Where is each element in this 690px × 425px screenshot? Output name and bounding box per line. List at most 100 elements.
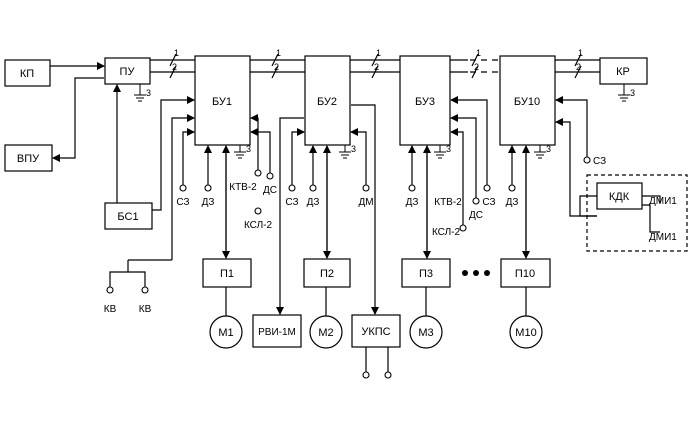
- kdk-label: КДК: [609, 191, 630, 203]
- sz10-terminal: [583, 156, 591, 164]
- dz2-terminal: [309, 184, 317, 192]
- sz1-terminal: [179, 184, 187, 192]
- bu3-right-input-3: [450, 128, 464, 225]
- ukps-terminal-right: [384, 371, 392, 379]
- bus-2-label: 2: [474, 62, 479, 72]
- motor-links: [225, 287, 527, 316]
- bus-1-label: 1: [376, 48, 381, 58]
- pu-block: [104, 57, 151, 85]
- m3-label: М3: [418, 327, 433, 339]
- ground-number: 3: [446, 144, 451, 154]
- ukps-block: [351, 314, 401, 348]
- pu-to-vpu-link: [52, 77, 104, 162]
- bu2-to-rvi-link: [276, 117, 304, 315]
- ksl2-3-terminal: [459, 224, 467, 232]
- ground-number: 3: [146, 88, 151, 98]
- p3-label: П3: [419, 268, 433, 280]
- ground-number: 3: [546, 144, 551, 154]
- rvi-label: РВИ-1М: [258, 327, 296, 338]
- ktv2-terminal: [254, 169, 262, 177]
- bu3-label: БУ3: [415, 96, 435, 108]
- dz3-terminal: [408, 184, 416, 192]
- bus-1-label: 1: [476, 48, 481, 58]
- ukps-label: УКПС: [361, 326, 390, 338]
- kv-terminal-left: [106, 286, 114, 294]
- ktv2-3-label: КТВ-2: [434, 197, 462, 208]
- bu3-right-input-1: [450, 96, 488, 185]
- dm-to-bu2-link: [350, 128, 367, 185]
- bus-2-label: 2: [172, 62, 177, 72]
- bus-1-label: 1: [276, 48, 281, 58]
- dmi1-lower-link: [642, 204, 660, 233]
- sz2-to-bu2-link: [291, 128, 305, 185]
- bu3-right-input-2: [450, 114, 477, 198]
- bus-2-label: 2: [576, 62, 581, 72]
- bs1-block: [104, 202, 153, 230]
- ukps-terminal-left: [362, 371, 370, 379]
- sz1-label: СЗ: [176, 197, 189, 208]
- bus-2-label: 2: [274, 62, 279, 72]
- dz1-label: ДЗ: [202, 197, 215, 208]
- ground-number: 3: [246, 144, 251, 154]
- ds1-label: ДС: [263, 185, 277, 196]
- pu-label: ПУ: [120, 66, 136, 78]
- dm-terminal: [362, 184, 370, 192]
- ksl2-label: КСЛ-2: [244, 220, 272, 231]
- dz10-label: ДЗ: [506, 197, 519, 208]
- dmi1-upper-label: ДМИ1: [649, 196, 677, 207]
- m1-label: М1: [218, 327, 233, 339]
- ds1-to-bu1-link: [250, 128, 271, 173]
- bu2-to-ukps-link: [351, 104, 379, 315]
- ksl2-terminal: [254, 207, 262, 215]
- m10-label: М10: [515, 327, 536, 339]
- kv-to-bu1-link: [171, 114, 195, 260]
- sz3-label: СЗ: [482, 197, 495, 208]
- dz2-label: ДЗ: [307, 197, 320, 208]
- dz10-terminal: [508, 184, 516, 192]
- kdk-dashed-enclosure: [586, 174, 688, 252]
- bs1-to-bu1-link: [152, 96, 195, 211]
- p2-block: [303, 258, 351, 288]
- dmi1-lower-label: ДМИ1: [649, 232, 677, 243]
- vpu-label: ВПУ: [17, 153, 40, 165]
- bus-1-label: 1: [174, 48, 179, 58]
- kdk-inner-link: [579, 195, 597, 217]
- bu2-label: БУ2: [317, 96, 337, 108]
- dz1-terminal: [204, 184, 212, 192]
- ds3-terminal: [472, 197, 480, 205]
- ellipsis-dots: [462, 270, 490, 276]
- bu1-label: БУ1: [212, 96, 232, 108]
- rvi-block: [252, 314, 302, 348]
- dmi1-upper-link: [642, 195, 661, 203]
- p1-label: П1: [220, 268, 234, 280]
- bus-slash-marks: [169, 53, 582, 79]
- kp-label: КП: [20, 68, 34, 80]
- kv-terminal-right: [141, 286, 149, 294]
- sz2-label: СЗ: [285, 197, 298, 208]
- p2-label: П2: [320, 268, 334, 280]
- ground-number: 3: [351, 144, 356, 154]
- ground-symbols: [134, 84, 630, 159]
- ktv2-to-bu1-link: [250, 114, 259, 170]
- kp-block: [4, 59, 51, 87]
- kv-stub-right: [128, 271, 146, 288]
- bus-1-label: 1: [578, 48, 583, 58]
- dz3-label: ДЗ: [406, 197, 419, 208]
- sz10-to-bu10-link: [555, 96, 588, 157]
- ds1-terminal: [266, 172, 274, 180]
- m2-label: М2: [318, 327, 333, 339]
- p10-label: П10: [515, 268, 535, 280]
- sz10-label: СЗ: [593, 156, 606, 167]
- kv-label-right: КВ: [139, 304, 152, 315]
- kv-stub-left: [109, 260, 129, 288]
- ktv2-label: КТВ-2: [229, 182, 257, 193]
- dm-label: ДМ: [358, 197, 373, 208]
- ksl2-3-label: КСЛ-2: [432, 227, 460, 238]
- sz2-terminal: [288, 184, 296, 192]
- bs1-label: БС1: [117, 211, 138, 223]
- ground-number: 3: [630, 88, 635, 98]
- bu10-label: БУ10: [514, 96, 540, 108]
- sz3-terminal: [483, 184, 491, 192]
- terminals: [106, 156, 591, 379]
